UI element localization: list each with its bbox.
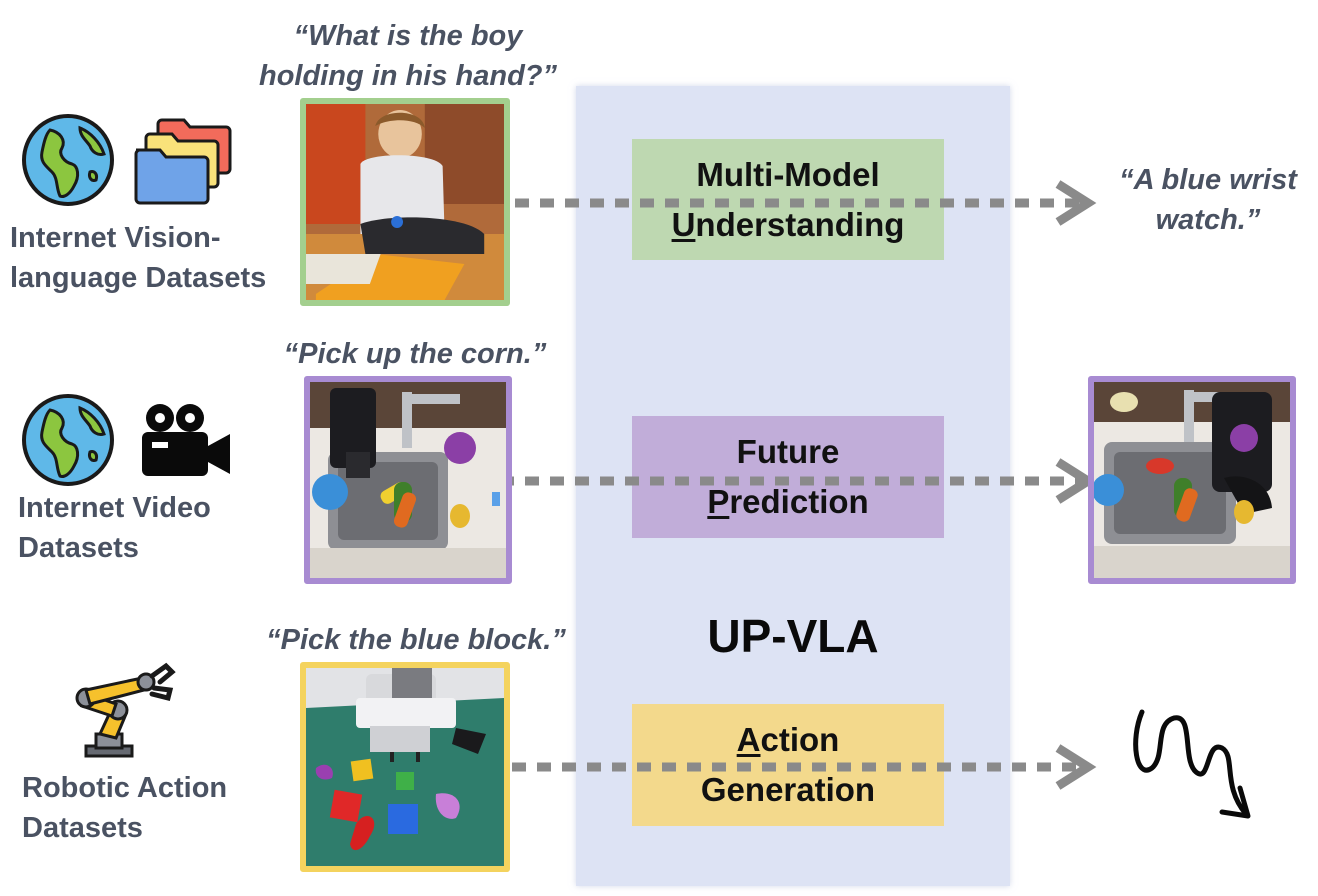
arrow-head-row3 (1055, 744, 1097, 790)
quote-video: “Pick up the corn.” (283, 338, 547, 370)
output-answer: “A blue wrist watch.” (1119, 164, 1297, 236)
folders-icon (132, 114, 232, 206)
module-line: Future (736, 433, 840, 470)
dataset-label-video: Internet Video Datasets (18, 492, 211, 564)
robot-arm-icon (72, 660, 176, 760)
quote-vision-language: “What is the boy holding in his hand?” (258, 20, 557, 92)
future-prediction-module: Future Prediction (632, 416, 944, 538)
arrow-head-row1 (1055, 180, 1097, 226)
module-line: Multi-Model (696, 155, 880, 193)
boy-image (300, 98, 510, 306)
globe-icon (20, 112, 116, 208)
multimodal-understanding-module: Multi-Model Understanding (632, 139, 944, 260)
up-vla-title: UP-VLA (707, 610, 879, 662)
video-camera-icon (138, 402, 232, 480)
dataset-label-vision-language: Internet Vision- language Datasets (10, 222, 267, 294)
dataset-label-robotic-action: Robotic Action Datasets (22, 772, 228, 844)
globe-icon (20, 392, 116, 488)
action-trajectory-icon (1122, 690, 1262, 828)
module-line: Generation (700, 771, 876, 808)
sink-image-predicted (1088, 376, 1296, 584)
sink-image-input (304, 376, 512, 584)
action-generation-module: Action Generation (632, 704, 944, 826)
module-line: Prediction (707, 483, 869, 520)
quote-robotic-action: “Pick the blue block.” (266, 624, 566, 656)
robot-table-image (300, 662, 510, 872)
module-line: Understanding (671, 205, 905, 243)
arrow-head-row2 (1055, 458, 1097, 504)
module-line: Action (736, 721, 840, 758)
